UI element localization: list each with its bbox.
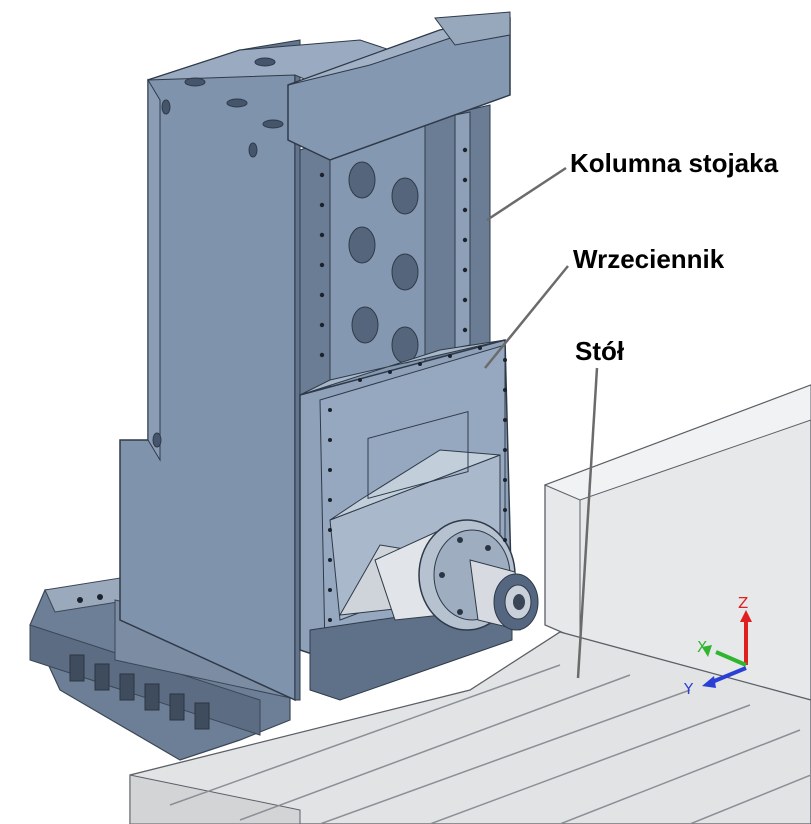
leader-lines (484, 166, 599, 679)
leader-table (576, 367, 599, 679)
coordinate-triad: Z X Y (683, 594, 752, 698)
axis-z-label: Z (738, 594, 748, 612)
axis-x-label: X (697, 638, 707, 656)
leader-column (486, 166, 567, 222)
column (119, 11, 511, 702)
callout-column: Kolumna stojaka (570, 148, 779, 178)
callout-table: Stół (575, 336, 625, 366)
axis-y-label: Y (683, 680, 694, 698)
callout-spindle-head: Wrzeciennik (573, 244, 725, 274)
spindle-head (299, 339, 539, 701)
leader-spindle-head (484, 265, 569, 369)
